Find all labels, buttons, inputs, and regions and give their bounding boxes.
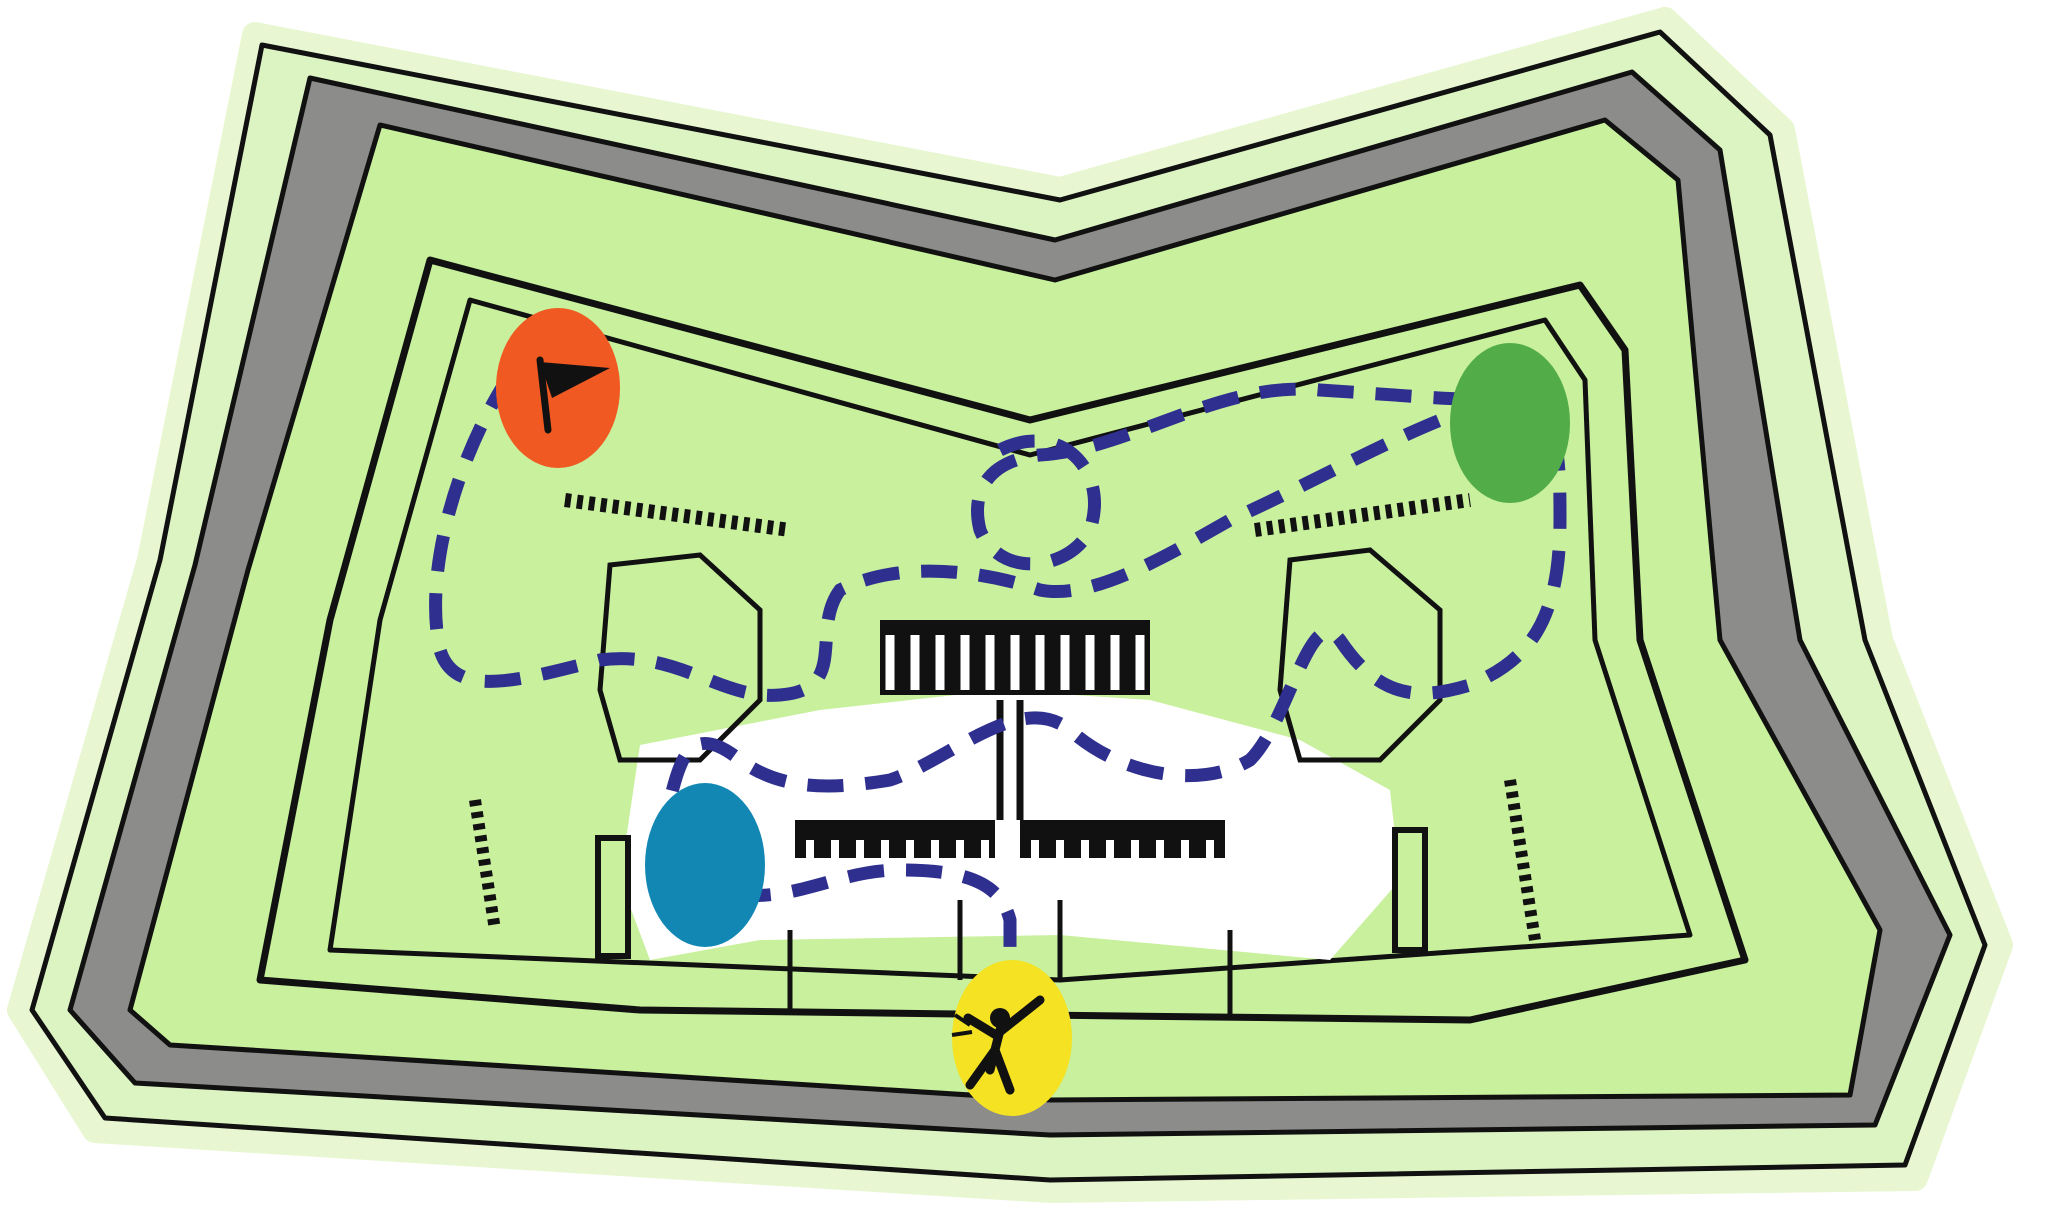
trail-route	[429, 325, 1567, 990]
parade-ground	[620, 690, 1400, 960]
casemates-east	[1254, 493, 1471, 537]
south-barracks-west	[795, 820, 995, 858]
southwest-magazine	[595, 835, 631, 959]
casemates-southwest	[469, 799, 501, 931]
flag-icon	[536, 356, 610, 434]
marker-checkpoint-green[interactable]	[1450, 343, 1570, 503]
marker-checkpoint-blue[interactable]	[645, 783, 765, 947]
west-bastion-yard	[597, 552, 763, 763]
southeast-magazine	[1392, 827, 1428, 953]
south-barracks-east	[1020, 820, 1225, 858]
south-barracks-arches	[806, 840, 1214, 858]
marker-start-flag[interactable]	[496, 308, 620, 468]
marker-visitor-point[interactable]	[951, 960, 1072, 1116]
casemates-southeast	[1504, 779, 1541, 941]
south-gate-walls	[787, 900, 1233, 1015]
inner-rampart	[256, 256, 1749, 1024]
casemates-west	[564, 493, 791, 537]
running-person-icon	[951, 995, 1045, 1095]
central-barracks-columns	[885, 635, 1145, 690]
trail-loop	[971, 382, 1501, 571]
